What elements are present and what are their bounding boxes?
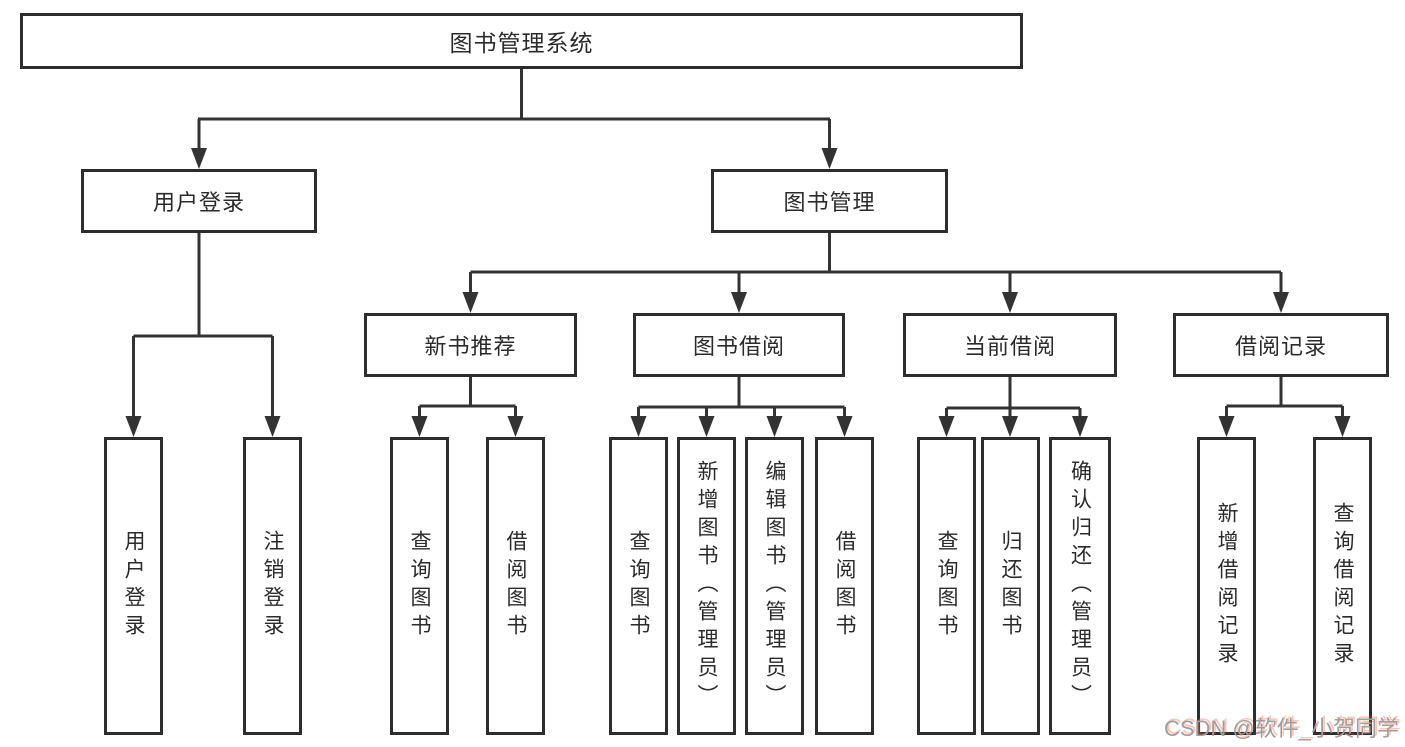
- node-book-management: 图书管理: [711, 169, 948, 233]
- leaf-add-borrow-record: 新增借阅记录: [1197, 437, 1256, 735]
- node-label: 用户登录: [122, 530, 145, 642]
- node-label: 查询图书: [627, 530, 650, 642]
- leaf-edit-book-admin: 编辑图书（管理员）: [745, 437, 804, 735]
- node-label: 借阅图书: [504, 530, 527, 642]
- node-new-book-recommend: 新书推荐: [364, 313, 577, 377]
- leaf-query-books-borrow: 查询图书: [609, 437, 668, 735]
- node-label: 新增图书（管理员）: [695, 460, 718, 712]
- node-label: 图书管理系统: [449, 30, 594, 56]
- leaf-add-book-admin: 新增图书（管理员）: [677, 437, 736, 735]
- leaf-query-borrow-record: 查询借阅记录: [1313, 437, 1372, 735]
- node-current-borrow: 当前借阅: [903, 313, 1117, 377]
- node-label: 注销登录: [261, 530, 284, 642]
- node-label: 新增借阅记录: [1215, 502, 1238, 670]
- leaf-logout: 注销登录: [243, 437, 302, 735]
- node-label: 新书推荐: [424, 334, 517, 359]
- node-label: 查询借阅记录: [1331, 502, 1354, 670]
- node-user-login: 用户登录: [81, 169, 317, 233]
- node-label: 查询图书: [935, 530, 958, 642]
- node-label: 当前借阅: [963, 334, 1056, 359]
- leaf-query-books-recommend: 查询图书: [390, 437, 449, 735]
- node-label: 编辑图书（管理员）: [763, 460, 786, 712]
- node-label: 借阅记录: [1234, 334, 1327, 359]
- leaf-confirm-return-admin: 确认归还（管理员）: [1049, 437, 1111, 735]
- leaf-return-book: 归还图书: [981, 437, 1040, 735]
- node-book-borrow: 图书借阅: [633, 313, 845, 377]
- node-label: 查询图书: [408, 530, 431, 642]
- node-label: 用户登录: [152, 190, 245, 215]
- leaf-user-login: 用户登录: [104, 437, 163, 735]
- node-label: 图书管理: [783, 190, 876, 215]
- node-label: 确认归还（管理员）: [1068, 460, 1092, 712]
- node-label: 借阅图书: [833, 530, 856, 642]
- node-system-root: 图书管理系统: [20, 13, 1023, 69]
- node-label: 归还图书: [999, 530, 1022, 642]
- leaf-query-books-current: 查询图书: [917, 437, 976, 735]
- node-label: 图书借阅: [692, 334, 785, 359]
- leaf-borrow-books-recommend: 借阅图书: [486, 437, 545, 735]
- leaf-borrow-books: 借阅图书: [815, 437, 874, 735]
- node-borrow-records: 借阅记录: [1173, 313, 1389, 377]
